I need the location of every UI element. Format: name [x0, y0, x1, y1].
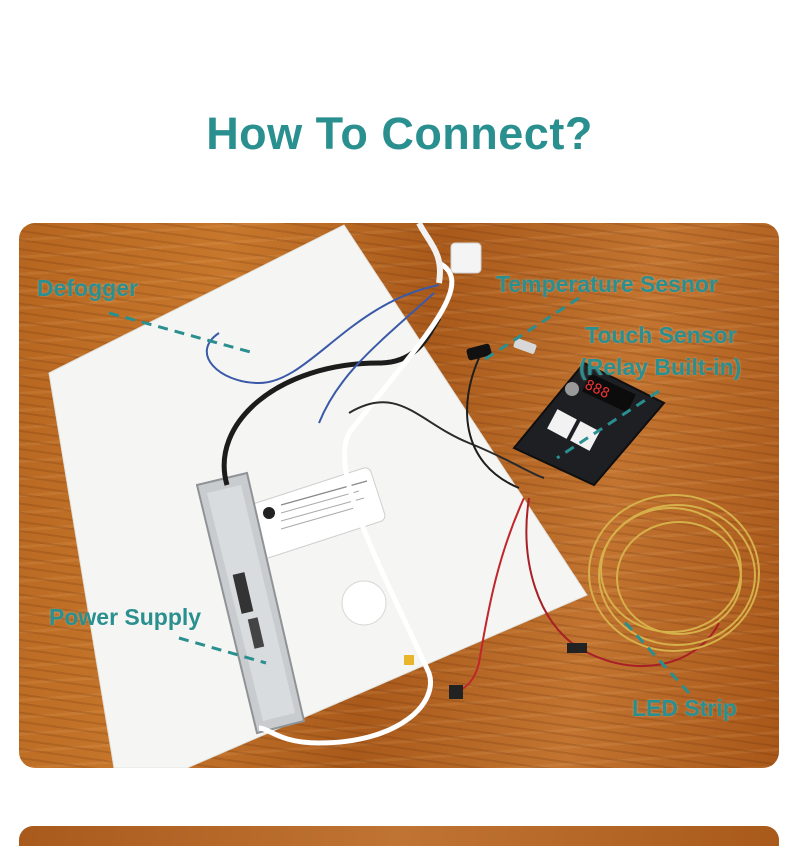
connection-diagram: 888: [48, 223, 760, 768]
label-defogger: Defogger: [37, 275, 138, 301]
white-cable: [258, 260, 455, 746]
power-supply-unit: [195, 471, 306, 735]
touch-sensor-module: 888: [512, 361, 666, 487]
blue-wire-2: [318, 292, 435, 424]
white-pad: [341, 580, 387, 626]
sensor-wire: [466, 357, 520, 489]
temperature-pointer: [478, 296, 580, 365]
connection-photo: 888 Defogger Temperature Sesnor Touch Se…: [19, 223, 779, 768]
dark-wire: [348, 401, 545, 479]
page-title: How To Connect?: [206, 108, 593, 159]
red-wire: [458, 497, 525, 692]
pointer-lines: [108, 296, 691, 695]
panel-connector: [449, 685, 463, 699]
touch-sensor-pointer: [556, 389, 660, 460]
sticker-logo-icon: [263, 507, 275, 519]
blue-wire: [205, 284, 440, 385]
label-temperature-sensor: Temperature Sesnor: [496, 271, 718, 297]
led-strip-coil: [588, 494, 760, 652]
next-photo-edge: [19, 826, 779, 846]
label-touch-sensor: Touch Sensor: [585, 322, 737, 348]
defogger-pointer: [108, 311, 255, 355]
power-plug: [450, 242, 482, 274]
white-cable-top: [416, 223, 443, 284]
label-power-supply: Power Supply: [49, 604, 202, 630]
label-led-strip: LED Strip: [632, 695, 737, 721]
label-relay-built-in: (Relay Built-in): [579, 354, 742, 380]
temperature-probe: [466, 343, 492, 361]
red-wire-connector: [567, 643, 587, 653]
power-supply-pointer: [178, 636, 267, 665]
